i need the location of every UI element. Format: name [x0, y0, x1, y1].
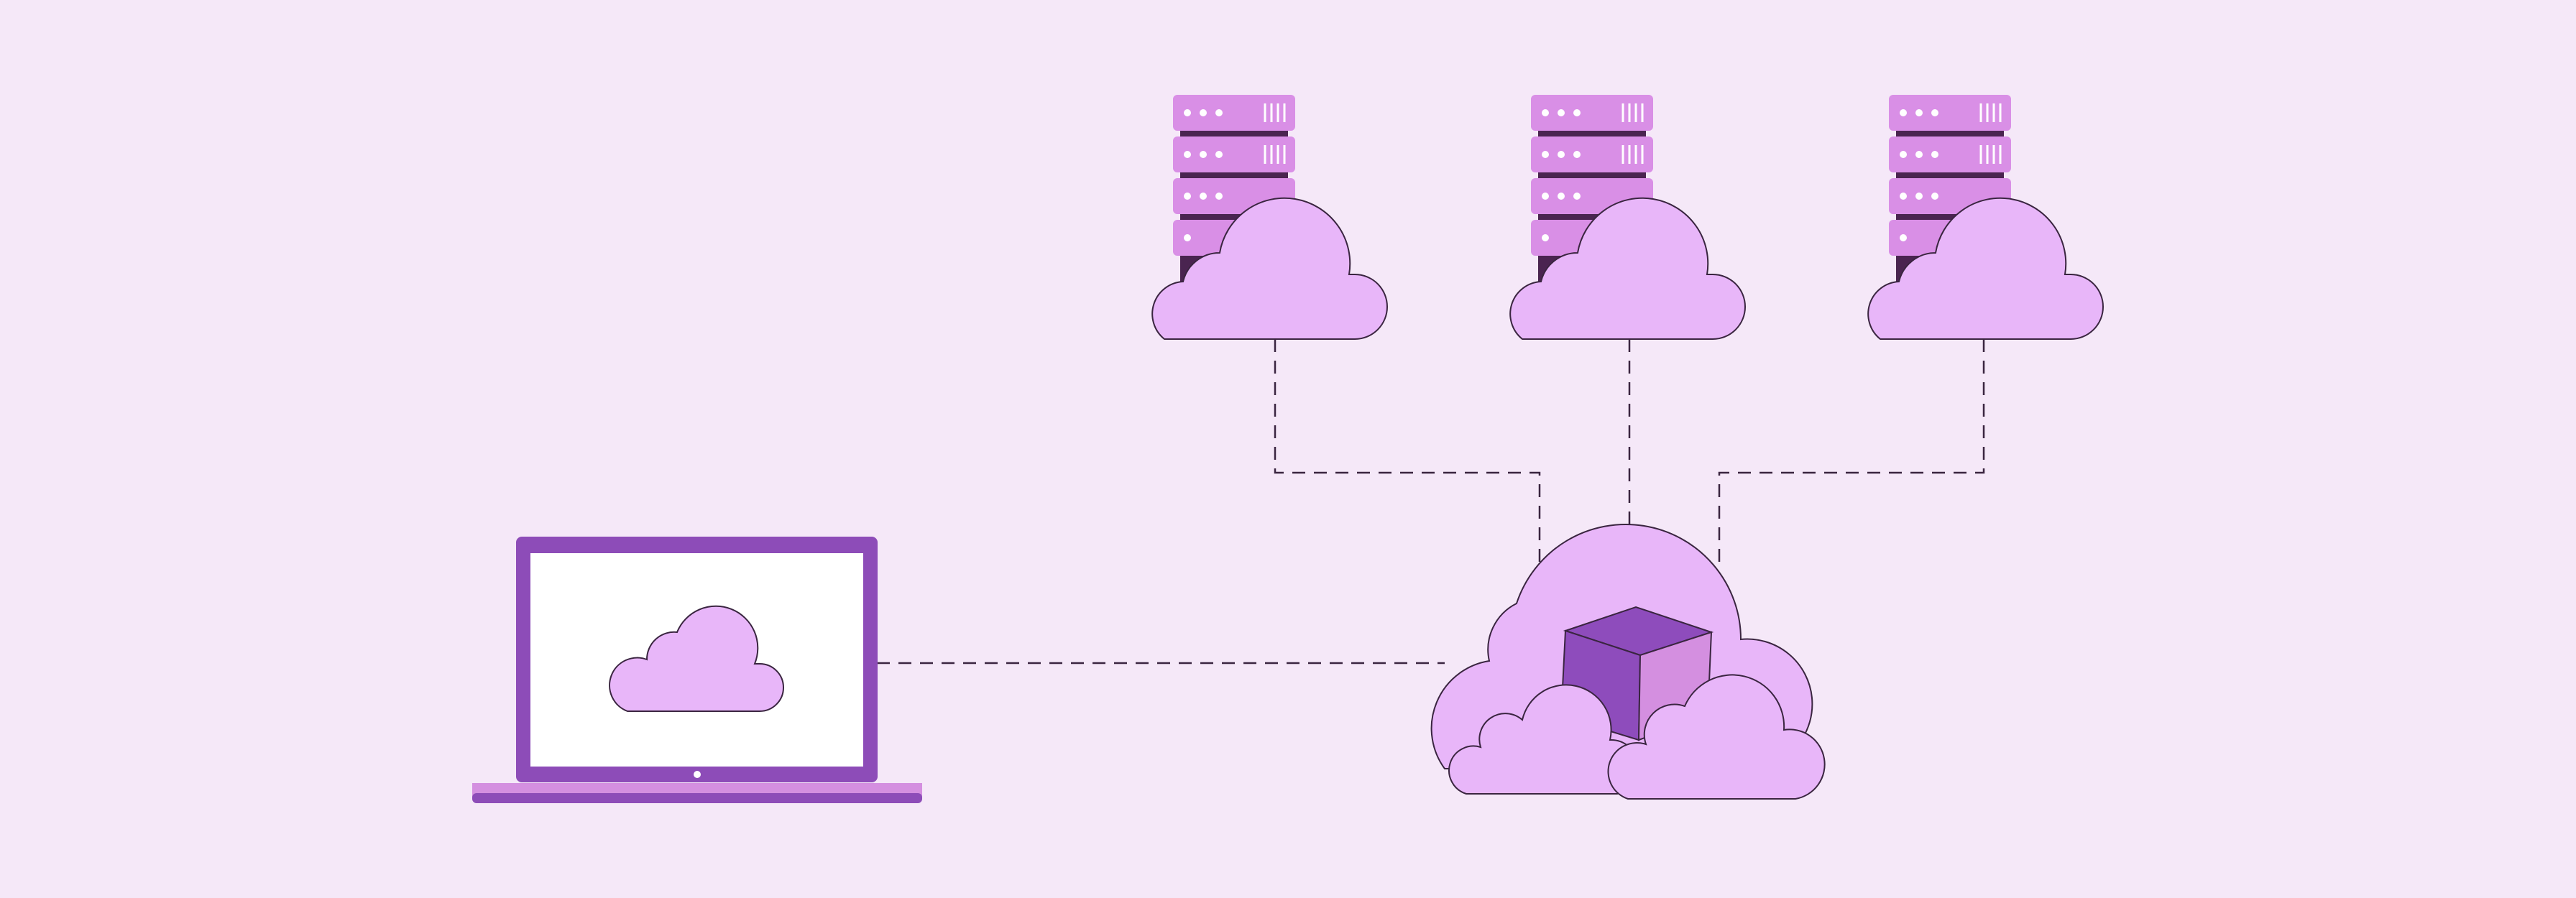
- server-node-1: [1151, 95, 1388, 340]
- server-node-2: [1509, 95, 1746, 340]
- connector-server-3-hub: [1718, 339, 1985, 568]
- hub-cloud-small-right: [1607, 674, 1826, 800]
- connector-server-1-hub: [1274, 339, 1541, 578]
- hub-node: [1430, 523, 1826, 800]
- server-node-3: [1867, 95, 2104, 340]
- laptop-node: [472, 537, 922, 803]
- laptop-camera-dot: [694, 771, 701, 778]
- connection-lines: [877, 339, 1985, 665]
- cloud-icon: [609, 605, 784, 712]
